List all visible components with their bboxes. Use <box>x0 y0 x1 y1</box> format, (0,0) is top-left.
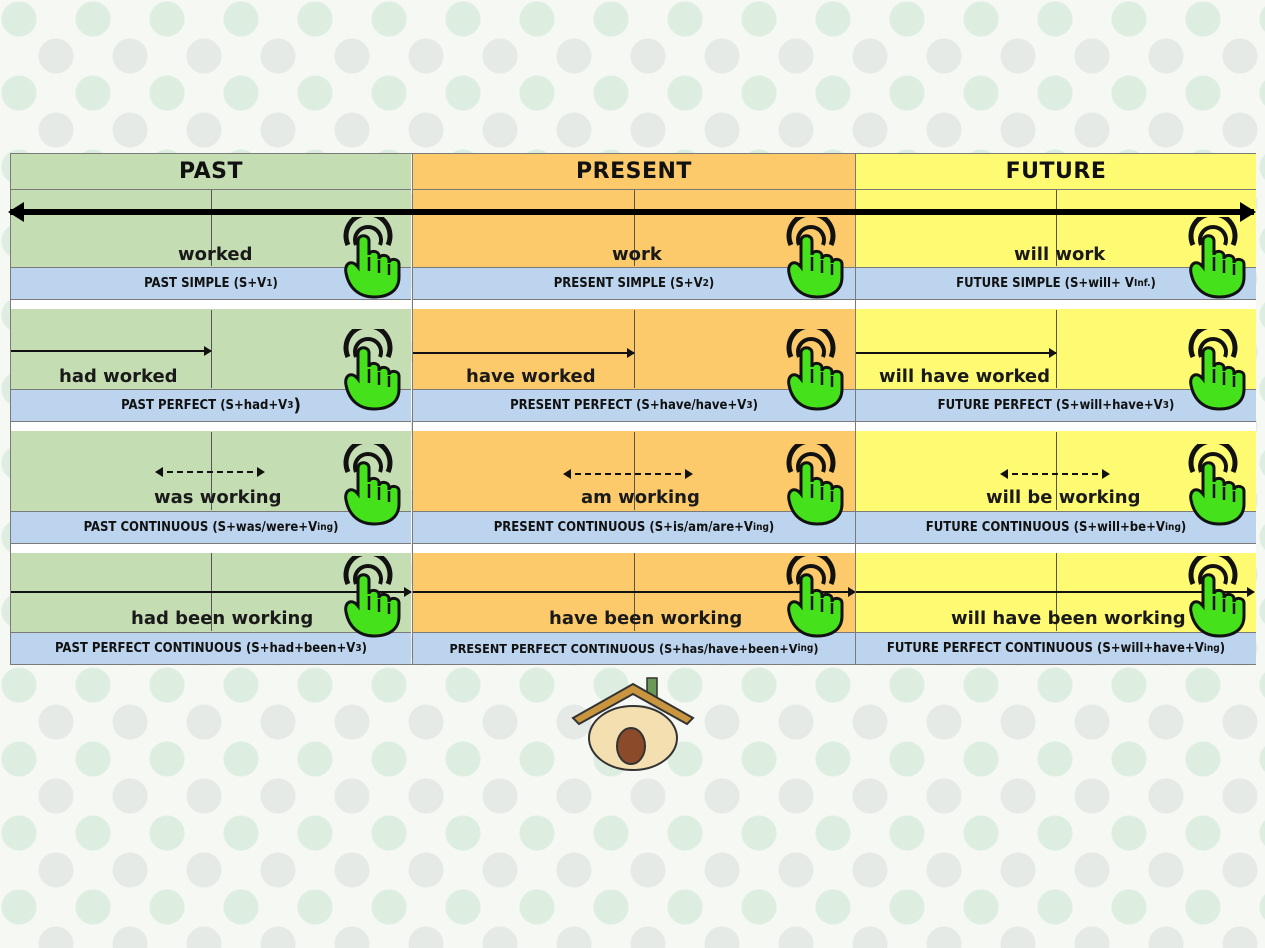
past-perfect-continuous-verb: had been working <box>131 608 314 629</box>
tap-hand-icon[interactable] <box>338 556 406 638</box>
home-icon[interactable] <box>569 674 697 774</box>
future-simple-verb: will work <box>1014 244 1106 265</box>
tap-hand-icon[interactable] <box>781 556 849 638</box>
past-header: PAST <box>11 154 411 190</box>
tap-hand-icon[interactable] <box>1183 444 1251 526</box>
tap-hand-icon[interactable] <box>338 329 406 411</box>
tap-hand-icon[interactable] <box>781 444 849 526</box>
duration-arrow <box>1000 469 1110 479</box>
present-continuous-verb: am working <box>581 487 700 508</box>
present-header: PRESENT <box>413 154 855 190</box>
now-marker <box>1056 190 1057 266</box>
tap-hand-icon[interactable] <box>781 217 849 299</box>
timeline-arrow <box>413 587 856 597</box>
row-gap <box>413 544 855 553</box>
future-perfect-continuous-label: FUTURE PERFECT CONTINUOUS (S+will+have+V… <box>856 632 1256 665</box>
row-gap <box>11 544 411 553</box>
present-simple-verb: work <box>612 244 662 265</box>
tap-hand-icon[interactable] <box>338 217 406 299</box>
now-marker <box>634 190 635 266</box>
present-perfect-continuous-label: PRESENT PERFECT CONTINUOUS (S+has/have+b… <box>413 632 855 665</box>
timeline-arrow <box>11 587 412 597</box>
row-gap <box>413 422 855 431</box>
future-perfect-verb: will have worked <box>879 366 1051 387</box>
timeline-arrow <box>856 587 1255 597</box>
row-gap <box>856 300 1256 309</box>
present-perfect-continuous-verb: have been working <box>549 608 743 629</box>
tap-hand-icon[interactable] <box>1183 556 1251 638</box>
tap-hand-icon[interactable] <box>1183 217 1251 299</box>
past-continuous-verb: was working <box>154 487 282 508</box>
tap-hand-icon[interactable] <box>1183 329 1251 411</box>
tap-hand-icon[interactable] <box>338 444 406 526</box>
timeline-arrow <box>856 348 1057 358</box>
future-header: FUTURE <box>856 154 1256 190</box>
future-perfect-continuous-verb: will have been working <box>951 608 1186 629</box>
duration-arrow <box>563 469 693 479</box>
past-simple-verb: worked <box>178 244 253 265</box>
now-marker <box>634 432 635 510</box>
present-perfect-verb: have worked <box>466 366 596 387</box>
future-continuous-verb: will be working <box>986 487 1141 508</box>
row-gap <box>11 422 411 431</box>
main-timeline-arrow <box>8 202 1256 222</box>
row-gap <box>856 422 1256 431</box>
row-gap <box>413 300 855 309</box>
timeline-arrow <box>413 348 635 358</box>
timeline-arrow <box>11 346 212 356</box>
past-perfect-verb: had worked <box>59 366 178 387</box>
row-gap <box>11 300 411 309</box>
tap-hand-icon[interactable] <box>781 329 849 411</box>
row-gap <box>856 544 1256 553</box>
now-marker <box>211 190 212 266</box>
duration-arrow <box>155 467 265 477</box>
now-marker <box>1056 432 1057 510</box>
